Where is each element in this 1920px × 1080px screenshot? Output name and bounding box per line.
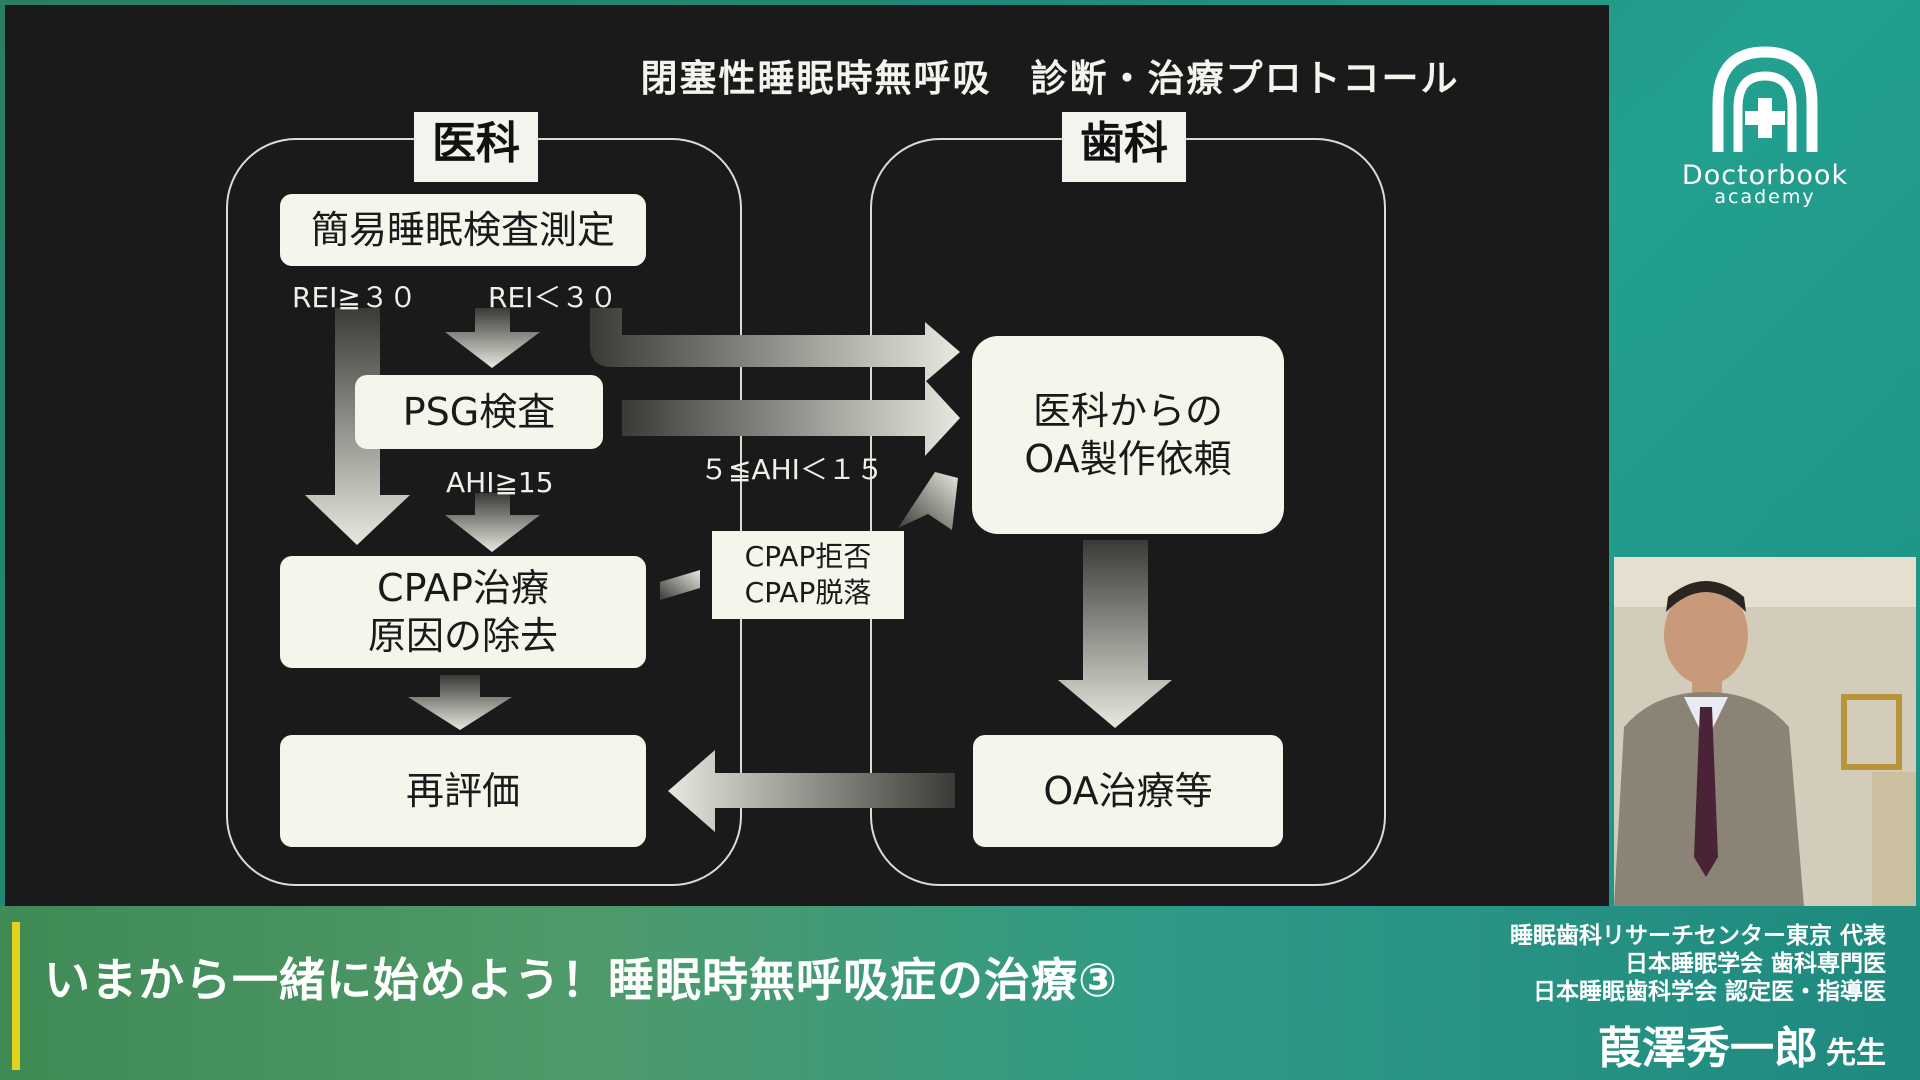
arrow-rei-low-down [445,308,540,368]
cpap-reject-line1: CPAP拒否 [744,540,872,573]
presenter-video [1614,557,1916,907]
condition-rei-high: REI≧３０ [292,281,417,314]
arrow-cpap-down [408,675,512,730]
arrow-ahi-down [445,493,540,552]
presenter-name: 葭澤秀一郎先生 [1598,1012,1886,1076]
reevaluation-box: 再評価 [280,735,646,847]
arrow-psg-to-oa [622,380,960,456]
presenter-credit-3: 日本睡眠歯科学会 認定医・指導医 [1532,979,1886,1005]
slide-title: 閉塞性睡眠時無呼吸 診断・治療プロトコール [640,57,1460,100]
arrow-oa-to-reeval [668,750,955,832]
presenter-figure [1614,557,1916,907]
brand-name: Doctorbook [1681,160,1849,191]
arrow-rei-low-to-oa [590,308,960,382]
oa-request-line1: 医科からの [1032,389,1223,433]
condition-rei-low: REI＜３０ [488,281,618,314]
oa-treatment-text: OA治療等 [1043,769,1213,813]
oa-treatment-box: OA治療等 [973,735,1283,847]
doctorbook-logo-icon [1712,46,1818,152]
simple-sleep-test-text: 簡易睡眠検査測定 [310,208,615,252]
lower-third-accent [12,922,20,1070]
oa-request-line2: OA製作依頼 [1024,437,1232,481]
condition-ahi-high: AHI≧15 [446,466,554,499]
simple-sleep-test-box: 簡易睡眠検査測定 [280,194,646,266]
reevaluation-text: 再評価 [405,769,520,813]
psg-box: PSG検査 [355,375,603,449]
arrow-oa-down [1058,540,1172,728]
medical-label: 医科 [414,112,538,182]
cpap-reject-box: CPAP拒否 CPAP脱落 [712,531,904,619]
brand-sub: academy [1714,186,1816,208]
oa-request-box: 医科からの OA製作依頼 [972,336,1284,534]
condition-ahi-mid: ５≦AHI＜１５ [700,453,884,486]
arrow-cpap-reject [660,570,700,600]
psg-text: PSG検査 [402,390,556,434]
presenter-credit-1: 睡眠歯科リサーチセンター東京 代表 [1509,923,1886,949]
lower-third-bar [0,906,1920,1080]
cpap-line1: CPAP治療 [377,566,549,610]
course-title: いまから一緒に始めよう！睡眠時無呼吸症の治療③ [44,953,1118,1007]
presenter-credit-2: 日本睡眠学会 歯科専門医 [1624,951,1886,977]
presenter-name-text: 葭澤秀一郎 [1598,1023,1818,1074]
cpap-reject-line2: CPAP脱落 [744,576,872,609]
dental-label: 歯科 [1062,112,1186,182]
presenter-honorific: 先生 [1826,1036,1886,1071]
arrow-cpap-reject-head [898,472,958,530]
cpap-line2: 原因の除去 [367,614,558,658]
cpap-box: CPAP治療 原因の除去 [280,556,646,668]
